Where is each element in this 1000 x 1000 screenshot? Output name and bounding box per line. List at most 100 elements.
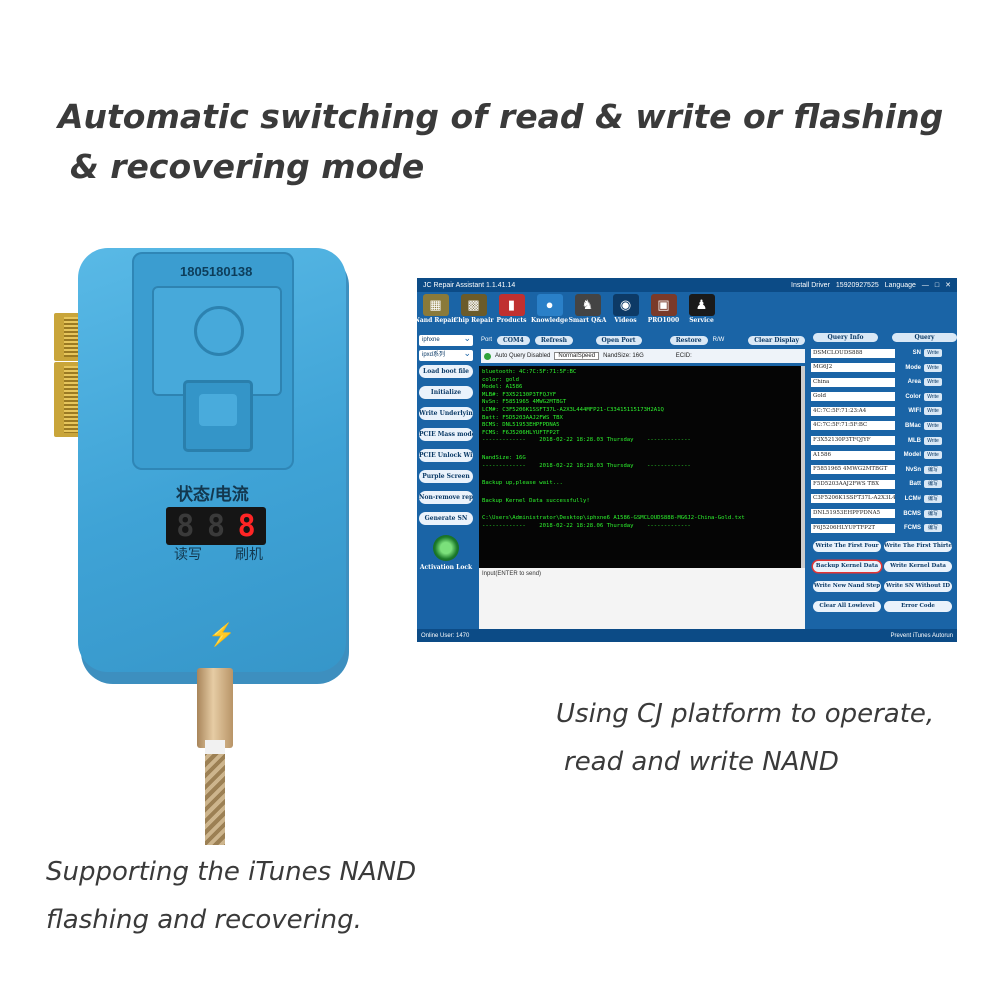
install-driver-link[interactable]: Install Driver — [791, 281, 830, 289]
minimize-icon[interactable]: — — [921, 281, 929, 289]
console-line: BCMS: DNL51953EHPFPDNA5 — [482, 422, 560, 429]
toolbar-smart-q-a-button[interactable]: ♞Smart Q&A — [569, 294, 606, 324]
toolbar-smart-q-a-icon: ♞ — [574, 294, 601, 316]
status-dot-icon — [484, 352, 491, 360]
auto-query-label[interactable]: Auto Query Disabled — [495, 353, 551, 359]
write-kernel-data-button[interactable]: Write Kernel Data — [884, 560, 952, 572]
left-nav: iphxne ipxd系列 Load boot fileInitializeWr… — [417, 333, 475, 629]
series-select[interactable]: ipxd系列 — [419, 348, 473, 361]
field-write-button[interactable]: 编写 — [924, 480, 942, 489]
read-write-label: 读写 — [174, 546, 202, 562]
device-select[interactable]: iphxne — [419, 333, 473, 346]
toolbar-service-icon: ♟ — [688, 294, 715, 316]
toolbar-chip-repair-button[interactable]: ▩Chip Repair — [453, 294, 494, 324]
toolbar-nand-repair-button[interactable]: ▦Nand Repair — [417, 294, 457, 324]
nav-write-underlying-button[interactable]: Write Underlying — [419, 407, 473, 420]
field-value-input[interactable]: F5851965 4MWG2MTBGT — [811, 465, 895, 475]
field-value-input[interactable]: F5D5203AAJ2FWS TBX — [811, 479, 895, 489]
refresh-button[interactable]: Refresh — [534, 335, 573, 345]
field-value-input[interactable]: 4C:7C:5F:71:23:A4 — [811, 406, 895, 416]
field-value-input[interactable]: A1586 — [811, 450, 895, 460]
itunes-caption-line-1: Supporting the iTunes NAND — [46, 857, 417, 887]
nav-purple-screen-button[interactable]: Purple Screen — [419, 470, 473, 483]
nav-pcie-unlock-wifi-button[interactable]: PCIE Unlock WiFi — [419, 449, 473, 462]
led-digit-1: 8 — [176, 508, 195, 544]
led-digit-2: 8 — [206, 508, 226, 544]
write-the-first-four-button[interactable]: Write The First Four — [813, 540, 881, 552]
clear-all-lowlevel-button[interactable]: Clear All Lowlevel — [813, 600, 881, 612]
port-select[interactable]: COM4 — [497, 335, 530, 345]
field-value-input[interactable]: DNL51953EHPFPDNA5 — [811, 509, 895, 519]
maximize-icon[interactable]: □ — [934, 281, 940, 289]
toolbar-knowledge-button[interactable]: ●Knowledge — [531, 294, 568, 324]
command-input[interactable]: Input(ENTER to send) — [479, 568, 805, 630]
field-write-button[interactable]: Write — [924, 392, 942, 401]
lightning-bolt-icon: ⚡ — [208, 622, 236, 647]
backup-kernel-data-button[interactable]: Backup Kernel Data — [813, 560, 881, 572]
itunes-caption-line-2: flashing and recovering. — [46, 905, 362, 935]
field-write-button[interactable]: 编写 — [924, 465, 942, 474]
field-write-button[interactable]: Write — [924, 421, 942, 430]
itunes-caption: Supporting the iTunes NAND flashing and … — [46, 848, 416, 944]
field-label: BMac — [904, 422, 921, 429]
console-line: FCMS: F6J5206HLYUFTFP2T — [482, 429, 560, 436]
field-write-button[interactable]: Write — [924, 378, 942, 387]
field-value-input[interactable]: 4C:7C:5F:71:5F:BC — [811, 421, 895, 431]
field-value-input[interactable]: Gold — [811, 392, 895, 402]
nav-load-boot-file-button[interactable]: Load boot file — [419, 365, 473, 378]
close-icon[interactable]: ✕ — [945, 282, 951, 289]
console-line: LCM#: C3F5206K1SSFT37L-A2X3L444MFP21-C33… — [482, 406, 664, 413]
toolbar-videos-button[interactable]: ◉Videos — [609, 294, 642, 324]
field-value-input[interactable]: DSMCLOUDS888 — [811, 348, 895, 358]
toolbar-chip-repair-label: Chip Repair — [453, 317, 494, 324]
toolbar-products-button[interactable]: ▮Products — [495, 294, 528, 324]
speed-select[interactable]: NormalSpeed — [554, 352, 600, 360]
query-info-button[interactable]: Query Info — [813, 333, 878, 342]
field-write-button[interactable]: Write — [924, 407, 942, 416]
phone-number: 15920927525 — [835, 281, 879, 289]
headline-line-2: & recovering mode — [70, 147, 425, 186]
field-value-input[interactable]: China — [811, 377, 895, 387]
prevent-itunes-checkbox[interactable]: Prevent iTunes Autorun — [890, 632, 953, 639]
toolbar-pro1000-icon: ▣ — [650, 294, 677, 316]
write-the-first-thirteen-button[interactable]: Write The First Thirteen — [884, 540, 952, 552]
write-new-nand-step-button[interactable]: Write New Nand Step — [813, 580, 881, 592]
field-write-button[interactable]: Write — [924, 436, 942, 445]
field-write-button[interactable]: 编写 — [924, 509, 942, 518]
status-bar: Online User: 1470 Prevent iTunes Autorun — [417, 629, 957, 642]
clear-display-button[interactable]: Clear Display — [748, 335, 805, 345]
field-write-button[interactable]: Write — [924, 363, 942, 372]
command-input-label: Input(ENTER to send) — [482, 571, 542, 577]
field-value-input[interactable]: C3F5206K1SSFT37L-A2X3L444 — [811, 494, 895, 504]
field-value-input[interactable]: MG6J2 — [811, 363, 895, 373]
restore-button[interactable]: Restore — [669, 335, 708, 345]
nav-non-remove-repair-button[interactable]: Non-remove repair — [419, 491, 473, 504]
field-value-input[interactable]: F6J5206HLYUFTFP2T — [811, 523, 895, 533]
open-port-button[interactable]: Open Port — [595, 335, 642, 345]
toolbar-service-label: Service — [689, 317, 714, 324]
title-bar: JC Repair Assistant 1.1.41.14 Install Dr… — [417, 278, 957, 292]
console-scrollbar[interactable] — [801, 366, 805, 568]
error-code-button[interactable]: Error Code — [884, 600, 952, 612]
nav-initialize-button[interactable]: Initialize — [419, 386, 473, 399]
language-menu[interactable]: Language — [884, 281, 916, 289]
field-write-button[interactable]: 编写 — [924, 494, 942, 503]
console-line: bluetooth: 4C:7C:5F:71:5F:BC — [482, 369, 577, 375]
toolbar-pro1000-button[interactable]: ▣PRO1000 — [647, 294, 680, 324]
query-button[interactable]: Query — [892, 333, 957, 342]
nav-pcie-mass-mode-button[interactable]: PCIE Mass mode — [419, 428, 473, 441]
toolbar-service-button[interactable]: ♟Service — [685, 294, 718, 324]
field-label: MLB — [908, 437, 921, 444]
radar-icon[interactable] — [433, 535, 459, 561]
field-write-button[interactable]: 编写 — [924, 524, 942, 533]
field-value-input[interactable]: F3X52130P3TFQJYF — [811, 436, 895, 446]
write-sn-without-id-button[interactable]: Write SN Without ID — [884, 580, 952, 592]
field-write-button[interactable]: Write — [924, 451, 942, 460]
field-write-button[interactable]: Write — [924, 349, 942, 357]
console-line: Batt: F5D5203AAJ2FWS TBX — [482, 414, 563, 421]
nav-generate-sn-button[interactable]: Generate SN — [419, 512, 473, 525]
